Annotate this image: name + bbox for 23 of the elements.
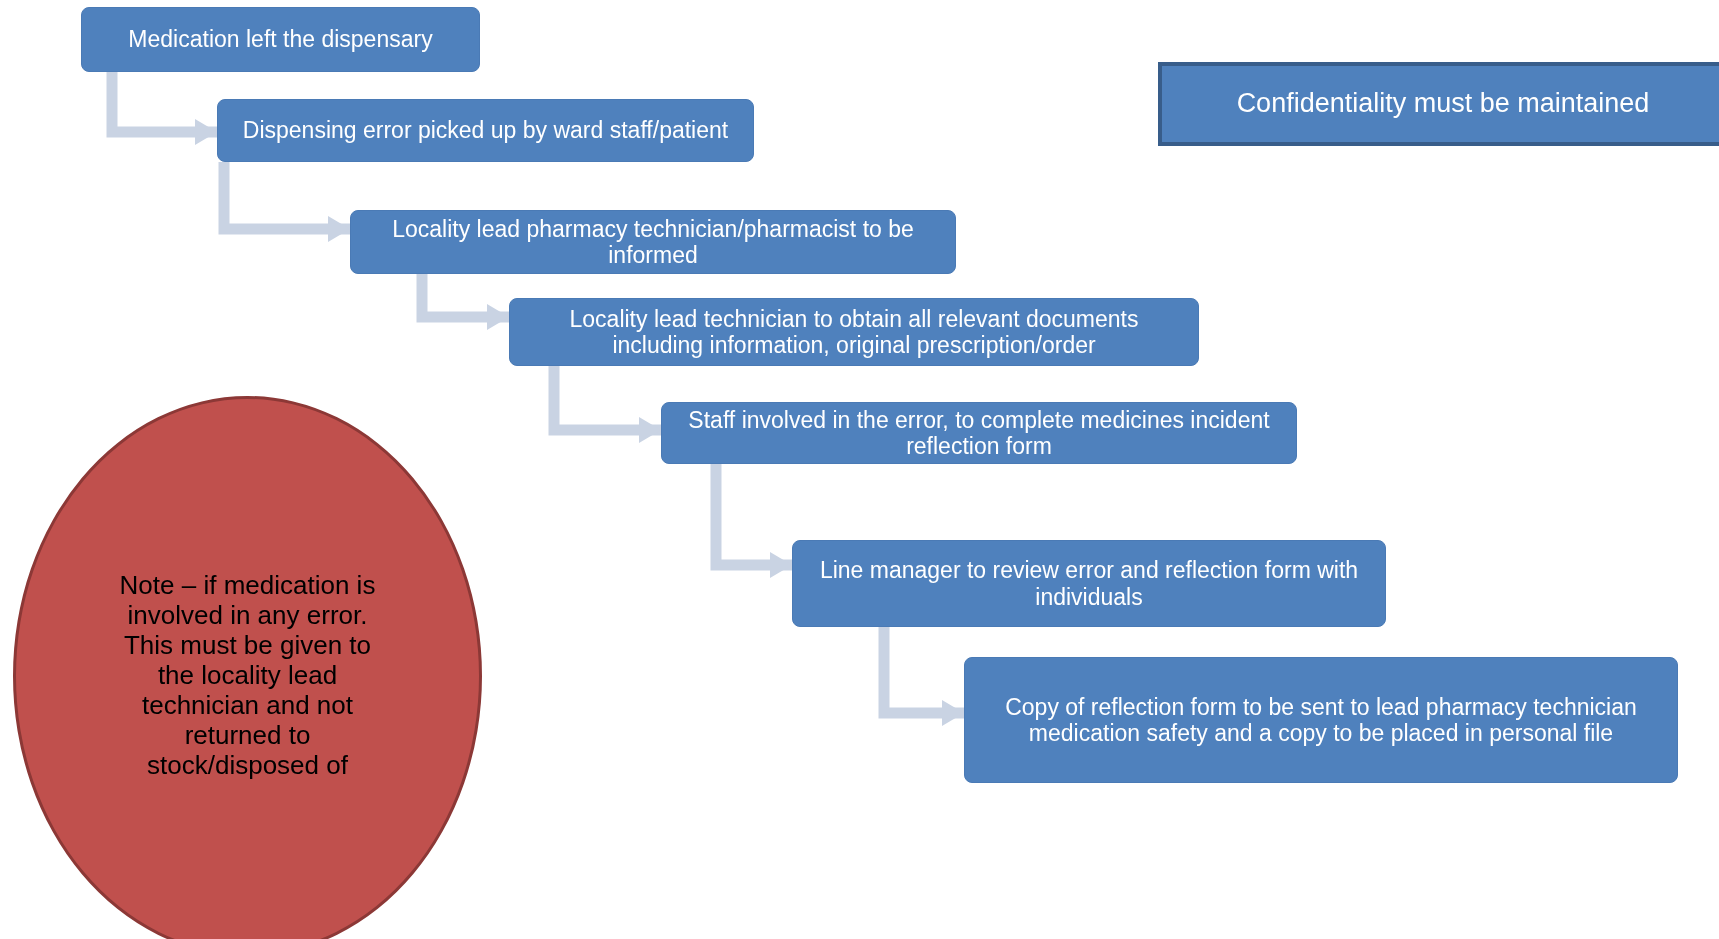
bent-arrow bbox=[878, 627, 964, 726]
process-box bbox=[792, 540, 1386, 627]
node-text: Line manager to review error and reflection form with individuals bbox=[818, 557, 1360, 610]
process-box bbox=[964, 657, 1678, 783]
process-box bbox=[81, 7, 480, 72]
node-text: Confidentiality must be maintained bbox=[1236, 88, 1650, 120]
node-text: Dispensing error picked up by ward staff/patient bbox=[242, 117, 729, 144]
bent-arrow bbox=[710, 464, 792, 578]
node-text: Copy of reflection form to be sent to lead pharmacy technician medication safety and a copy to be placed in personal file bbox=[1004, 693, 1638, 747]
node-text: Medication left the dispensary bbox=[128, 26, 433, 53]
process-box bbox=[217, 99, 754, 162]
bent-arrow bbox=[218, 162, 350, 242]
process-box bbox=[661, 402, 1297, 464]
bent-arrow bbox=[106, 72, 217, 145]
node-text: Locality lead technician to obtain all relevant documents including information, original prescription/order bbox=[568, 305, 1140, 359]
process-box bbox=[350, 210, 956, 274]
bent-arrow bbox=[416, 274, 509, 330]
node-text: Note – if medication is involved in any error. This must be given to the locality lead technician and not returned to stock/disposed of bbox=[118, 571, 377, 781]
node-text: Locality lead pharmacy technician/pharmacist to be informed bbox=[391, 215, 915, 269]
bent-arrow bbox=[548, 366, 661, 443]
process-box bbox=[509, 298, 1199, 366]
notice-box bbox=[1158, 62, 1719, 146]
node-text: Staff involved in the error, to complete medicines incident reflection form bbox=[687, 406, 1271, 460]
